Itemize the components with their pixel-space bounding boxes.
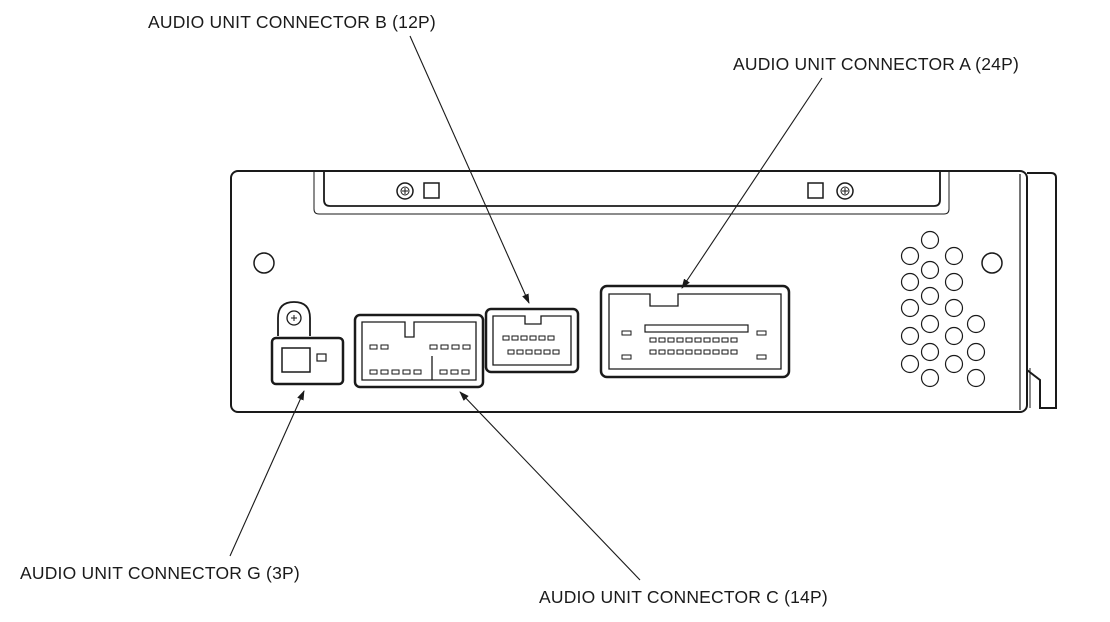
connector-c-leader — [459, 391, 641, 581]
connector-a-label: AUDIO UNIT CONNECTOR A (24P) — [733, 54, 1019, 74]
connector-g-leader — [229, 390, 305, 557]
screw-icon — [836, 182, 854, 200]
connector-c — [353, 313, 485, 389]
square-tab — [807, 182, 824, 199]
connector-a — [599, 284, 791, 379]
vent-holes — [900, 230, 986, 388]
screw-icon — [396, 182, 414, 200]
connector-c-label: AUDIO UNIT CONNECTOR C (14P) — [539, 587, 828, 607]
connector-g-label: AUDIO UNIT CONNECTOR G (3P) — [20, 563, 300, 583]
connector-b — [484, 307, 580, 374]
connector-a-leader — [681, 77, 823, 289]
audio-unit-housing — [230, 170, 1057, 413]
connector-b-label: AUDIO UNIT CONNECTOR B (12P) — [148, 12, 436, 32]
mounting-hole — [981, 252, 1003, 274]
ground-lug — [277, 301, 311, 336]
mounting-hole — [253, 252, 275, 274]
connector-b-leader — [409, 35, 530, 304]
connector-g — [270, 336, 345, 386]
square-tab — [423, 182, 440, 199]
